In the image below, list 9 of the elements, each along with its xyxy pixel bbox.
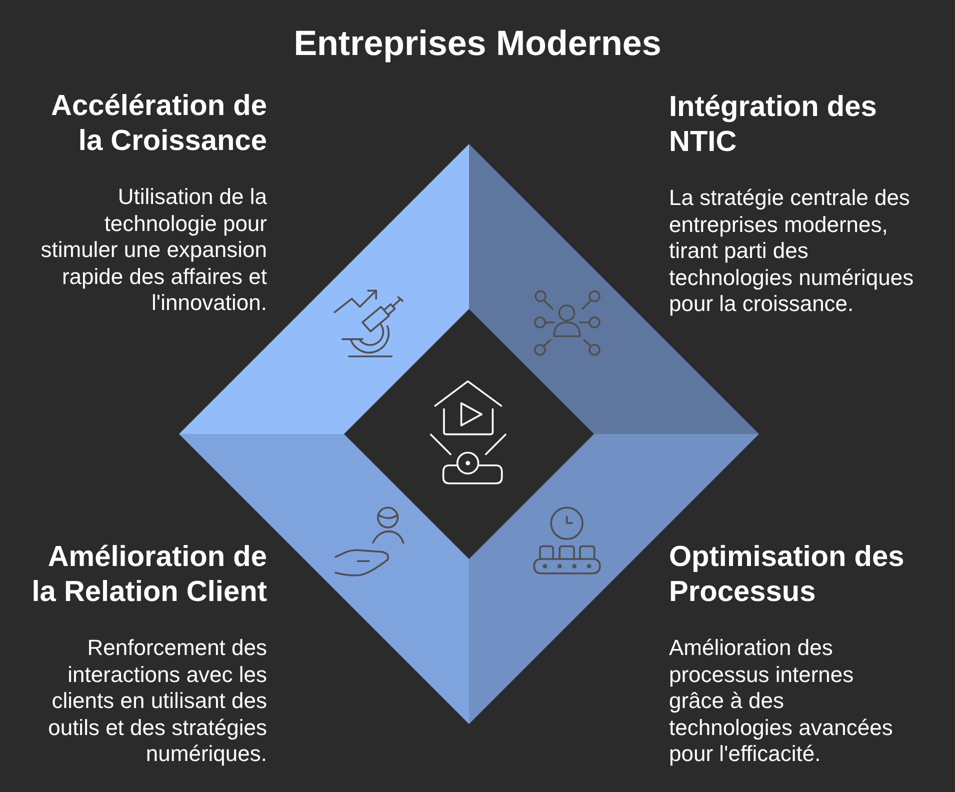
section-heading: Accélération de la Croissance (50, 89, 267, 159)
section-heading: Amélioration de la Relation Client (30, 540, 267, 610)
section-heading: Optimisation des Processus (669, 540, 906, 610)
section-description: La stratégie centrale des entreprises modernes, tirant parti des technologies numériques pour la croissance. (669, 185, 915, 318)
section-description: Utilisation de la technologie pour stimuler une expansion rapide des affaires et l'innovation. (40, 184, 267, 316)
section-description: Amélioration des processus internes grâce à des technologies avancées pour l'efficacité. (669, 635, 894, 768)
section-heading: Intégration des NTIC (669, 90, 878, 160)
diagram-title: Entreprises Modernes (294, 23, 662, 65)
section-description: Renforcement des interactions avec les clients en utilisant des outils et des stratégies numériques. (47, 635, 267, 768)
